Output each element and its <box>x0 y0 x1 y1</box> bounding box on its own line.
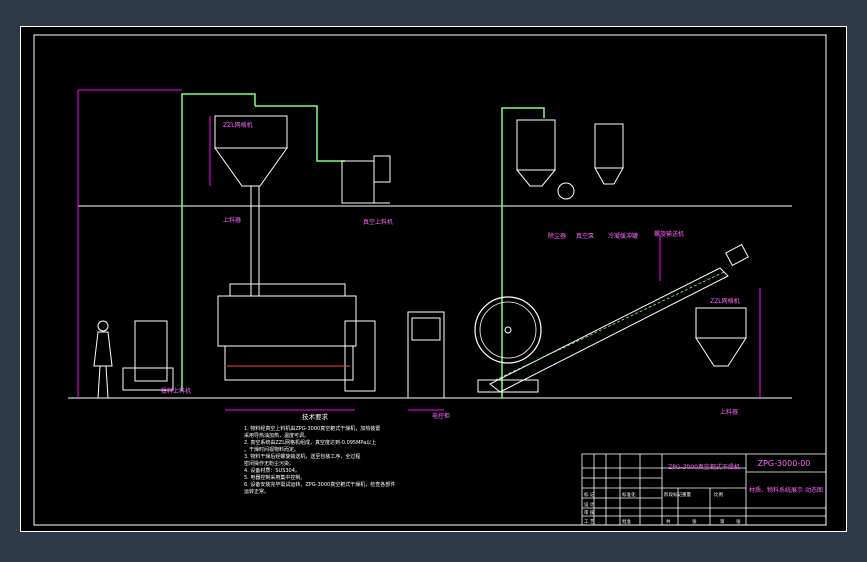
machine-name: ZPG-3000真空耙式干燥机 <box>668 463 740 471</box>
note-line: 。干燥时间视物料而定。 <box>244 446 299 453</box>
tb-row-label: 审 核 <box>584 509 595 516</box>
note-line: 3. 物料干燥后经螺旋输送机，送至包装工序，全过程 <box>244 453 360 460</box>
tb-sheet-label: 第 <box>720 518 725 525</box>
hopper-left-label: 上料器 <box>223 216 241 224</box>
discharge-bottom-label: 上料器 <box>720 408 738 416</box>
vacuum-pump <box>557 182 575 200</box>
dust-collector <box>516 119 556 171</box>
screw-conveyor <box>489 267 729 393</box>
vessel-base <box>477 379 539 393</box>
conveyor-screw <box>494 271 725 381</box>
dryer-body <box>217 295 357 347</box>
tb-sheet-label: 张 <box>692 518 697 525</box>
condenser-cone <box>594 167 624 185</box>
discharge-top-label: ZZL网格机 <box>710 297 740 305</box>
separator-label-2: 真空泵 <box>576 232 594 240</box>
tb-row-label: 工 艺 <box>584 519 595 525</box>
operator-leg-left <box>97 365 101 399</box>
loader-base <box>122 367 174 391</box>
tb-sheet-label: 共 <box>666 518 671 525</box>
dryer-frame <box>224 345 354 381</box>
note-line: 运转正常。 <box>244 488 269 495</box>
drawing-title: 材质、物料系统展示 动态图 <box>749 486 823 494</box>
note-line: 2. 真空系统由ZZL网格机组成，真空度达到-0.095MPa以上 <box>244 439 376 446</box>
vacuum-feeder-body <box>341 160 375 204</box>
vessel-outer <box>474 296 542 364</box>
title-block <box>581 453 827 526</box>
dryer-drive <box>344 320 376 392</box>
cabinet-label: 电控柜 <box>432 412 450 420</box>
tb-row-label: 标 记 <box>584 491 595 498</box>
drawing-viewport[interactable]: ZZL网格机 上料器 真空上料机 投料上料机 电控柜 除尘器 真空泵 冷凝缓冲罐… <box>20 26 847 532</box>
discharge-cone <box>695 337 747 367</box>
note-line: 5. 电器控制采用集中控制。 <box>244 474 305 481</box>
separator-label-1: 除尘器 <box>548 232 566 240</box>
conveyor-label: 螺旋输送机 <box>654 230 684 238</box>
vessel-shaft <box>504 326 512 334</box>
vacuum-feeder-label: 真空上料机 <box>363 218 393 226</box>
hopper-top-label: ZZL网格机 <box>223 121 253 129</box>
operator-leg-right <box>105 365 109 399</box>
control-cabinet <box>407 311 445 399</box>
vacuum-feeder-motor <box>373 155 391 183</box>
tb-mid-label: 批准 <box>622 518 631 525</box>
operator-head <box>97 320 109 332</box>
outer-frame <box>20 26 847 532</box>
upper-hopper-cone <box>214 147 288 187</box>
tb-stage-label: 重量 <box>682 491 691 498</box>
feed-pipe <box>181 93 256 391</box>
tb-mid-label: 标准化 <box>622 491 636 498</box>
notes-block: 1. 物料经真空上料机由ZPG-3000真空耙式干燥机，加热装置 采用导热油加热… <box>244 425 395 495</box>
control-panel <box>411 317 441 341</box>
note-line: 1. 物料经真空上料机由ZPG-3000真空耙式干燥机，加热装置 <box>244 425 380 432</box>
drawing-number: ZPG-3000-00 <box>758 459 811 468</box>
inner-frame <box>33 34 827 526</box>
loader-machine <box>134 320 168 382</box>
tb-stage-label: 比例 <box>714 491 723 498</box>
title-block-labels: 标 记 设 计 审 核 工 艺 标准化 批准 阶段标记 重量 比例 共 张 第 … <box>584 491 741 525</box>
separator-label-3: 冷凝缓冲罐 <box>608 232 638 240</box>
tb-stage-label: 阶段标记 <box>664 491 682 498</box>
dust-collector-cone <box>515 169 557 187</box>
tb-row-label: 设 计 <box>584 501 595 508</box>
conveyor-motor <box>725 243 749 267</box>
discharge-hopper <box>695 307 747 339</box>
notes-heading: 技术要求 <box>302 412 329 421</box>
upper-hopper-body <box>214 115 288 149</box>
note-line: 密闭操作无粉尘污染。 <box>244 460 294 467</box>
operator-body <box>93 331 113 367</box>
tb-sheet-label: 张 <box>736 518 741 525</box>
operator-callout: 投料上料机 <box>161 387 191 395</box>
note-line: 采用导热油加热，温度可调。 <box>244 432 309 439</box>
note-line: 6. 设备安装完毕需试运转，ZPG-3000真空耙式干燥机，检查各部件 <box>244 481 395 488</box>
dryer-top <box>229 283 346 297</box>
separator-pipe <box>501 107 545 398</box>
cad-drawing: ZZL网格机 上料器 真空上料机 投料上料机 电控柜 除尘器 真空泵 冷凝缓冲罐… <box>20 26 847 532</box>
note-line: 4. 设备材质：SUS304。 <box>244 467 300 474</box>
condenser-tank <box>594 123 624 169</box>
vessel-inner <box>479 301 537 359</box>
vacuum-pipe <box>255 105 345 162</box>
